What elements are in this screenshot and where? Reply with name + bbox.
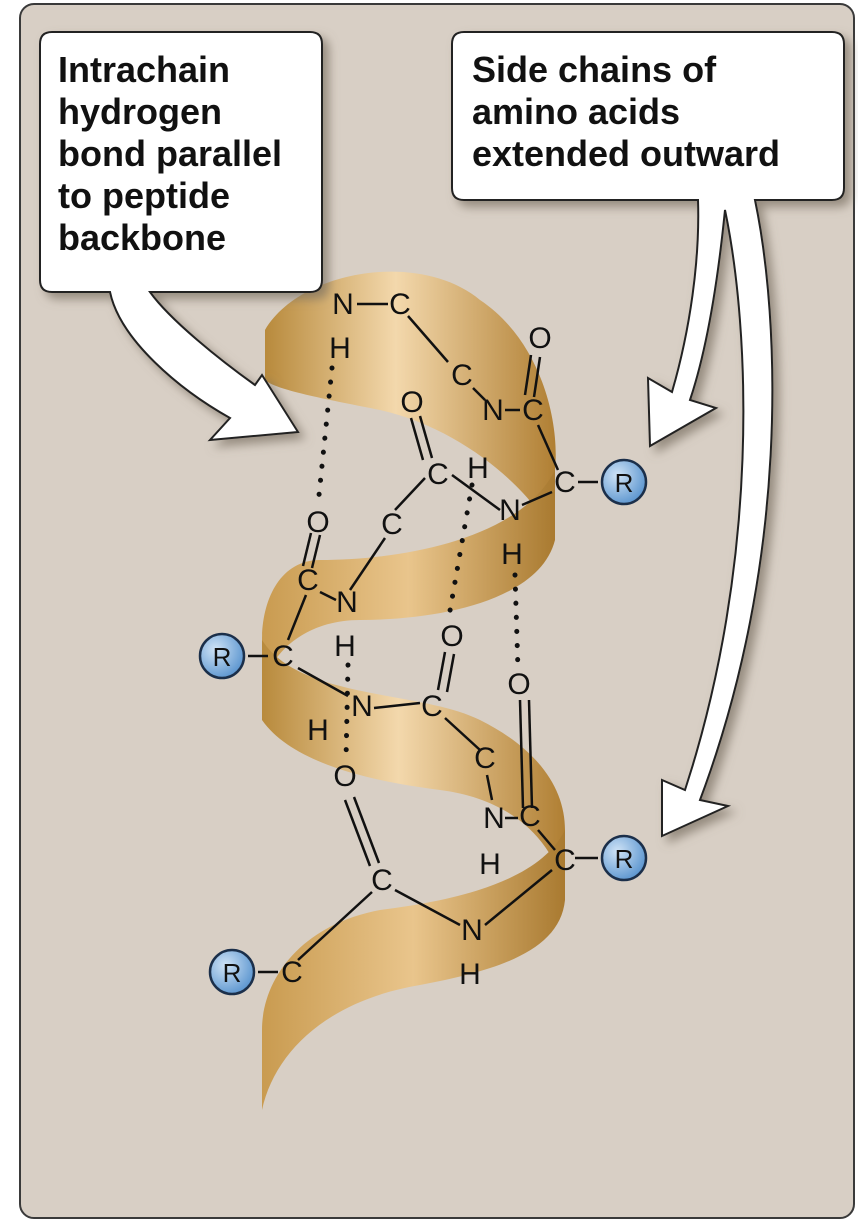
atom-c-4: C [427, 458, 449, 491]
atom-c-13: C [371, 864, 393, 897]
atom-o-2: O [400, 386, 423, 419]
atom-o-3: O [306, 506, 329, 539]
callout-left-line-2: hydrogen [58, 91, 222, 132]
atom-c-9: C [421, 690, 443, 723]
atom-h-6: H [479, 848, 501, 881]
atom-n-3: N [499, 494, 521, 527]
atom-c-6: C [381, 508, 403, 541]
callout-left-line-5: backbone [58, 217, 226, 258]
atom-h-3: H [501, 538, 523, 571]
atom-h-2: H [467, 452, 489, 485]
r-group-1: R [602, 460, 646, 504]
atom-h-4: H [334, 630, 356, 663]
callout-right-line-2: amino acids [472, 91, 680, 132]
atom-c-10: C [474, 742, 496, 775]
atom-n-4: N [336, 586, 358, 619]
callout-left-line-1: Intrachain [58, 49, 230, 90]
atom-n-7: N [461, 914, 483, 947]
atom-o-4: O [440, 620, 463, 653]
callout-right-line-3: extended outward [472, 133, 780, 174]
r-group-4: R [210, 950, 254, 994]
callout-left-line-4: to peptide [58, 175, 230, 216]
atom-o-6: O [333, 760, 356, 793]
r-group-2-label: R [213, 642, 232, 672]
atom-c-11: C [519, 800, 541, 833]
r-group-1-label: R [615, 468, 634, 498]
atom-c-14: C [281, 956, 303, 989]
r-group-3: R [602, 836, 646, 880]
atom-o-5: O [507, 668, 530, 701]
r-group-3-label: R [615, 844, 634, 874]
atom-h-7: H [459, 958, 481, 991]
callout-left-line-3: bond parallel [58, 133, 282, 174]
atom-n-2: N [482, 394, 504, 427]
atom-c-7: C [297, 564, 319, 597]
atom-c-1: C [389, 288, 411, 321]
atom-n-6: N [483, 802, 505, 835]
atom-n-5: N [351, 690, 373, 723]
atom-o-1: O [528, 322, 551, 355]
atom-c-12: C [554, 844, 576, 877]
atom-h-5: H [307, 714, 329, 747]
atom-c-3: C [522, 394, 544, 427]
callout-right-line-1: Side chains of [472, 49, 717, 90]
atom-n-1: N [332, 288, 354, 321]
atom-c-2: C [451, 359, 473, 392]
atom-c-5: C [554, 466, 576, 499]
atom-h-1: H [329, 332, 351, 365]
atom-c-8: C [272, 640, 294, 673]
r-group-4-label: R [223, 958, 242, 988]
r-group-2: R [200, 634, 244, 678]
